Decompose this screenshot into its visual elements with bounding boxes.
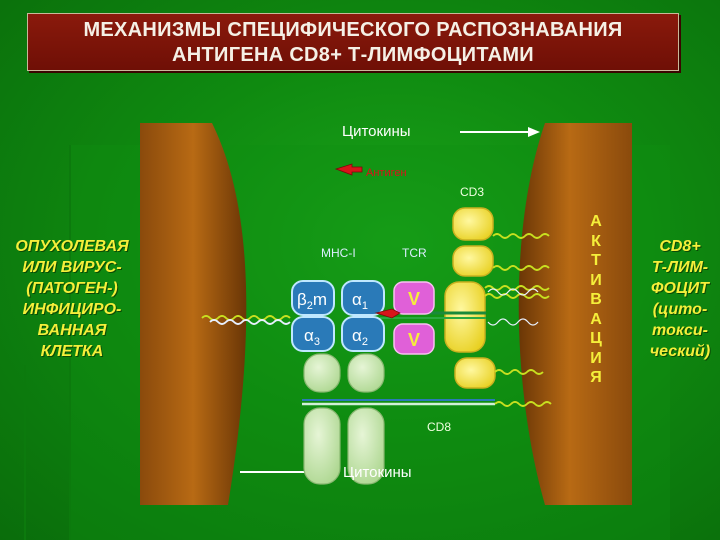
cd8-domain-top-right xyxy=(348,354,384,392)
activation-label: А К Т И В А Ц И Я xyxy=(588,212,604,388)
infected-cell-line-3: (ПАТОГЕН-) xyxy=(2,278,142,299)
activation-letter: А xyxy=(588,212,604,232)
tcr-v1-label: V xyxy=(408,289,420,309)
activation-letter: И xyxy=(588,271,604,291)
activation-letter: В xyxy=(588,290,604,310)
cd8-domain-bottom-left xyxy=(304,408,340,484)
activation-letter: Я xyxy=(588,368,604,388)
left-cell-membrane xyxy=(140,123,246,505)
activation-letter: Ц xyxy=(588,329,604,349)
activation-letter: К xyxy=(588,232,604,252)
activation-letter: А xyxy=(588,310,604,330)
cd8-domain-top-left xyxy=(304,354,340,392)
tcr-v2-label: V xyxy=(408,330,420,350)
cd3-domain-1 xyxy=(453,208,493,240)
cytokines-top-arrowhead xyxy=(528,127,540,137)
activation-letter: Т xyxy=(588,251,604,271)
lymphocyte-line-3: ФОЦИТ xyxy=(640,278,720,299)
cytokines-bottom-label: Цитокины xyxy=(343,464,412,481)
infected-cell-line-6: КЛЕТКА xyxy=(2,341,142,362)
cd8-label: CD8 xyxy=(427,420,451,434)
lymphocyte-line-6: ческий) xyxy=(640,341,720,362)
b2m-text: β2m xyxy=(297,290,327,312)
activation-letter: И xyxy=(588,349,604,369)
lymphocyte-line-1: CD8+ xyxy=(640,236,720,257)
cytokines-top-label: Цитокины xyxy=(342,123,411,140)
lymphocyte-line-5: токси- xyxy=(640,320,720,341)
cd3-domain-4 xyxy=(455,358,495,388)
right-cell-membrane xyxy=(519,123,632,505)
antigen-label: Антиген xyxy=(366,167,407,179)
lymphocyte-label: CD8+ Т-ЛИМ- ФОЦИТ (цито- токси- ческий) xyxy=(640,236,720,362)
lymphocyte-line-4: (цито- xyxy=(640,299,720,320)
tcr-label: TCR xyxy=(402,246,427,260)
infected-cell-line-4: ИНФИЦИРО- xyxy=(2,299,142,320)
cd3-label: CD3 xyxy=(460,185,484,199)
infected-cell-line-2: ИЛИ ВИРУС- xyxy=(2,257,142,278)
cd3-domain-2 xyxy=(453,246,493,276)
lymphocyte-line-2: Т-ЛИМ- xyxy=(640,257,720,278)
mhc-label: MHC-I xyxy=(321,246,356,260)
infected-cell-line-1: ОПУХОЛЕВАЯ xyxy=(2,236,142,257)
infected-cell-label: ОПУХОЛЕВАЯ ИЛИ ВИРУС- (ПАТОГЕН-) ИНФИЦИР… xyxy=(2,236,142,362)
infected-cell-line-5: ВАННАЯ xyxy=(2,320,142,341)
